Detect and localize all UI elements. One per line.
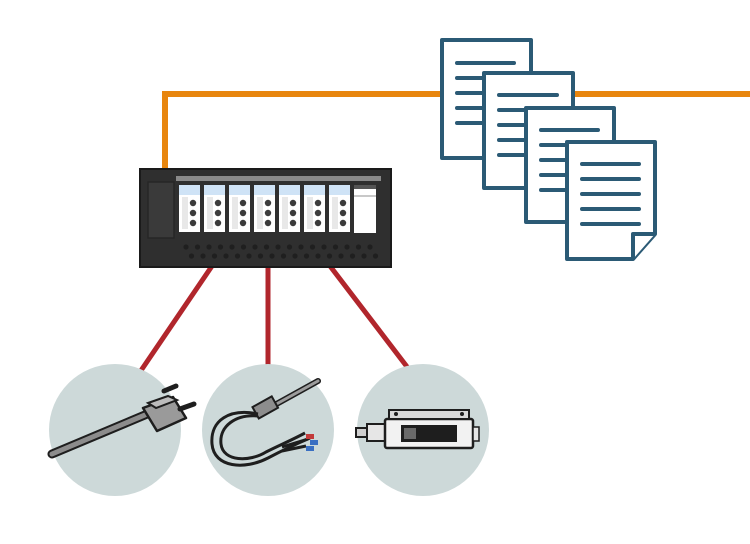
terminal-hole bbox=[200, 253, 206, 259]
terminal-hole bbox=[206, 244, 212, 250]
terminal-hole bbox=[280, 253, 287, 259]
terminal-hole bbox=[223, 253, 229, 259]
io-module bbox=[254, 185, 275, 232]
sensor-wires bbox=[137, 263, 414, 375]
terminal-hole bbox=[344, 244, 350, 250]
terminal-hole bbox=[309, 244, 316, 250]
terminal-hole bbox=[367, 244, 373, 250]
io-module bbox=[229, 185, 250, 232]
terminal-hole bbox=[298, 244, 304, 250]
terminal-hole bbox=[211, 253, 218, 259]
terminal-hole bbox=[234, 253, 241, 259]
terminal-hole bbox=[257, 253, 264, 259]
sensor-cable-probe bbox=[202, 364, 334, 496]
terminal-hole bbox=[240, 244, 247, 250]
end-module bbox=[354, 185, 376, 233]
terminal-block bbox=[183, 244, 379, 259]
io-module bbox=[329, 185, 350, 232]
terminal-hole bbox=[372, 253, 379, 259]
terminal-hole bbox=[269, 253, 275, 259]
terminal-hole bbox=[349, 253, 356, 259]
io-module bbox=[179, 185, 200, 232]
terminal-hole bbox=[217, 244, 224, 250]
sensor-fiber-amplifier bbox=[355, 364, 489, 496]
terminal-hole bbox=[275, 244, 281, 250]
sensor-background bbox=[202, 364, 334, 496]
sensor-wire-1 bbox=[137, 263, 215, 375]
terminal-hole bbox=[321, 244, 327, 250]
thermocouple-probe-icon bbox=[47, 383, 197, 459]
terminal-hole bbox=[355, 244, 362, 250]
terminal-hole bbox=[194, 244, 201, 250]
terminal-hole bbox=[263, 244, 270, 250]
terminal-hole bbox=[315, 253, 321, 259]
document-icon bbox=[565, 140, 657, 261]
terminal-hole bbox=[188, 253, 195, 259]
document-stack-icon bbox=[440, 38, 657, 261]
terminal-hole bbox=[292, 253, 298, 259]
terminal-hole bbox=[183, 244, 189, 250]
terminal-hole bbox=[229, 244, 235, 250]
terminal-hole bbox=[361, 253, 367, 259]
io-module bbox=[279, 185, 300, 232]
terminal-hole bbox=[286, 244, 293, 250]
terminal-hole bbox=[246, 253, 252, 259]
io-module bbox=[304, 185, 325, 232]
terminal-hole bbox=[338, 253, 344, 259]
cable-temperature-sensor-icon bbox=[210, 378, 321, 467]
terminal-hole bbox=[303, 253, 310, 259]
controller-unit bbox=[139, 168, 392, 268]
sensor-wire-3 bbox=[327, 263, 414, 375]
terminal-hole bbox=[332, 244, 339, 250]
io-module bbox=[204, 185, 225, 232]
terminal-hole bbox=[326, 253, 333, 259]
sensor-thermocouple bbox=[47, 364, 197, 496]
fiber-sensor-amplifier-icon bbox=[355, 409, 480, 450]
terminal-hole bbox=[252, 244, 258, 250]
io-modules bbox=[179, 185, 350, 232]
